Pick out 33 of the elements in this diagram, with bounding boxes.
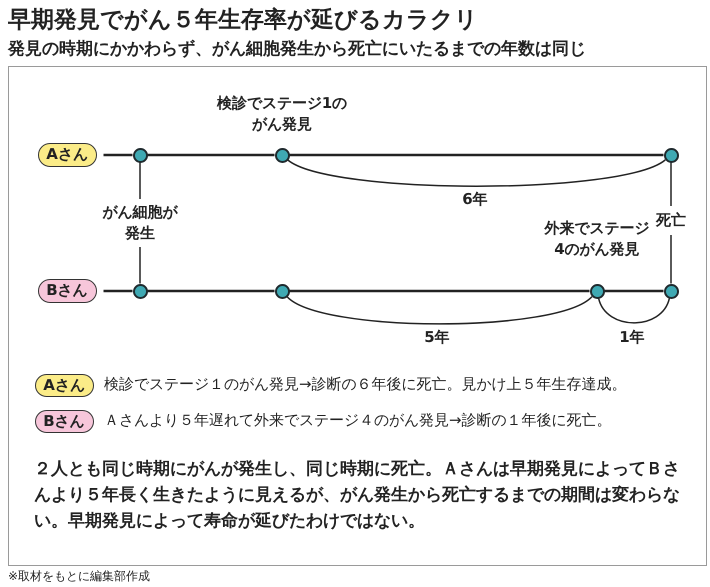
timeline-line [104, 290, 132, 292]
timeline-line [604, 290, 664, 292]
source-note: ※取材をもとに編集部作成 [8, 568, 152, 585]
name-pill: Aさん [34, 374, 94, 396]
timeline-dot [274, 148, 290, 162]
name-pill: Bさん [34, 410, 94, 432]
name-pill: Bさん [38, 279, 96, 303]
timeline-dot [132, 148, 148, 162]
span-arc [598, 298, 670, 324]
span-arc [287, 159, 666, 187]
span-arc [286, 296, 592, 325]
timeline-dot [590, 284, 604, 298]
timeline-line [290, 290, 590, 292]
timeline-line [148, 154, 274, 156]
subtitle: 発見の時期にかかわらず、がん細胞発生から死亡にいたるまでの年数は同じ [8, 38, 587, 60]
timeline-dot [664, 284, 678, 298]
name-pill: Aさん [38, 143, 96, 167]
edge-label: 1年 [618, 327, 646, 348]
timeline-line [148, 290, 274, 292]
annotation-text: 検診でステージ1のがん発見 [216, 93, 348, 135]
timeline-line [104, 154, 132, 156]
timeline-dot [132, 284, 148, 298]
description-text: 検診でステージ１のがん発見→診断の６年後に死亡。見かけ上５年生存達成。 [104, 375, 628, 394]
edge-label: がん細胞が発生 [100, 199, 180, 247]
timeline-dot [274, 284, 290, 298]
summary-paragraph: ２人とも同じ時期にがんが発生し、同じ時期に死亡。Ａさんは早期発見によってＢさんより５年長く生きたように見えるが、がん発生から死亡するまでの期間は変わらない。早期発見によって寿命が延びたわけではない。 [34, 458, 681, 533]
timeline-dot [664, 148, 678, 162]
edge-label: 5年 [423, 327, 451, 348]
title: 早期発見でがん５年生存率が延びるカラクリ [8, 6, 479, 35]
timeline-line [290, 154, 664, 156]
edge-label: 6年 [461, 189, 489, 210]
description-text: Ａさんより５年遅れて外来でステージ４のがん発見→診断の１年後に死亡。 [104, 411, 613, 430]
annotation-text: 外来でステージ4のがん発見 [543, 218, 650, 260]
